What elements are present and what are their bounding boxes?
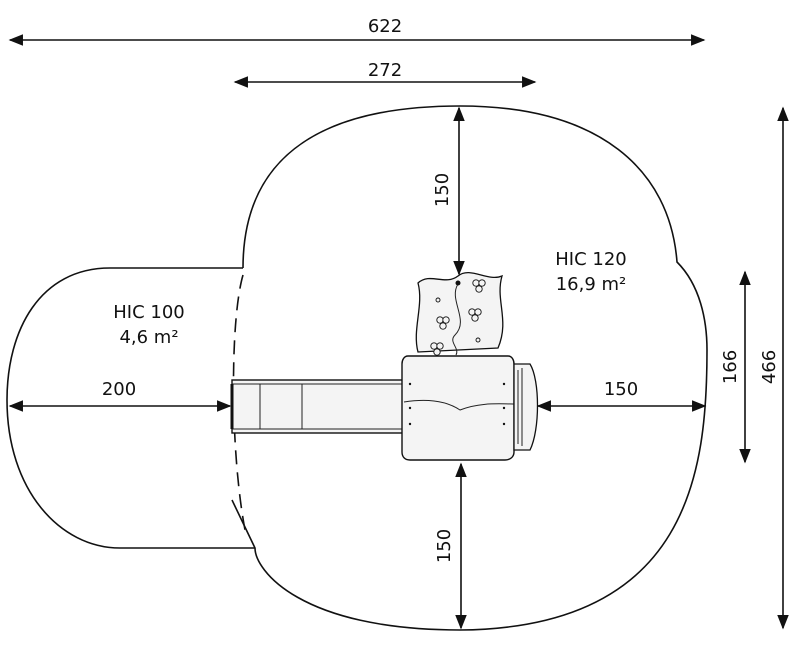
bottom-clearance-label: 150 — [434, 529, 455, 563]
large-zone-label: HIC 120 — [555, 249, 627, 270]
large-safety-zone — [231, 105, 708, 631]
platform — [401, 355, 515, 461]
overall-width-label: 622 — [368, 16, 402, 37]
top-clearance-label: 150 — [432, 173, 453, 207]
climbing-hold-icon — [430, 279, 486, 356]
entry-steps — [513, 363, 539, 451]
small-safety-zone — [6, 267, 255, 549]
dimension-lines — [8, 34, 789, 630]
large-zone-area: 16,9 m² — [556, 274, 627, 295]
right-clearance-label: 150 — [604, 379, 638, 400]
small-zone-label: HIC 100 — [113, 302, 185, 323]
overall-height-label: 466 — [759, 350, 780, 384]
small-zone-area: 4,6 m² — [119, 327, 178, 348]
climbing-wall — [415, 271, 504, 356]
upper-width-label: 272 — [368, 60, 402, 81]
inner-height-label: 166 — [720, 350, 741, 384]
slide — [230, 379, 405, 434]
left-clearance-label: 200 — [102, 379, 136, 400]
